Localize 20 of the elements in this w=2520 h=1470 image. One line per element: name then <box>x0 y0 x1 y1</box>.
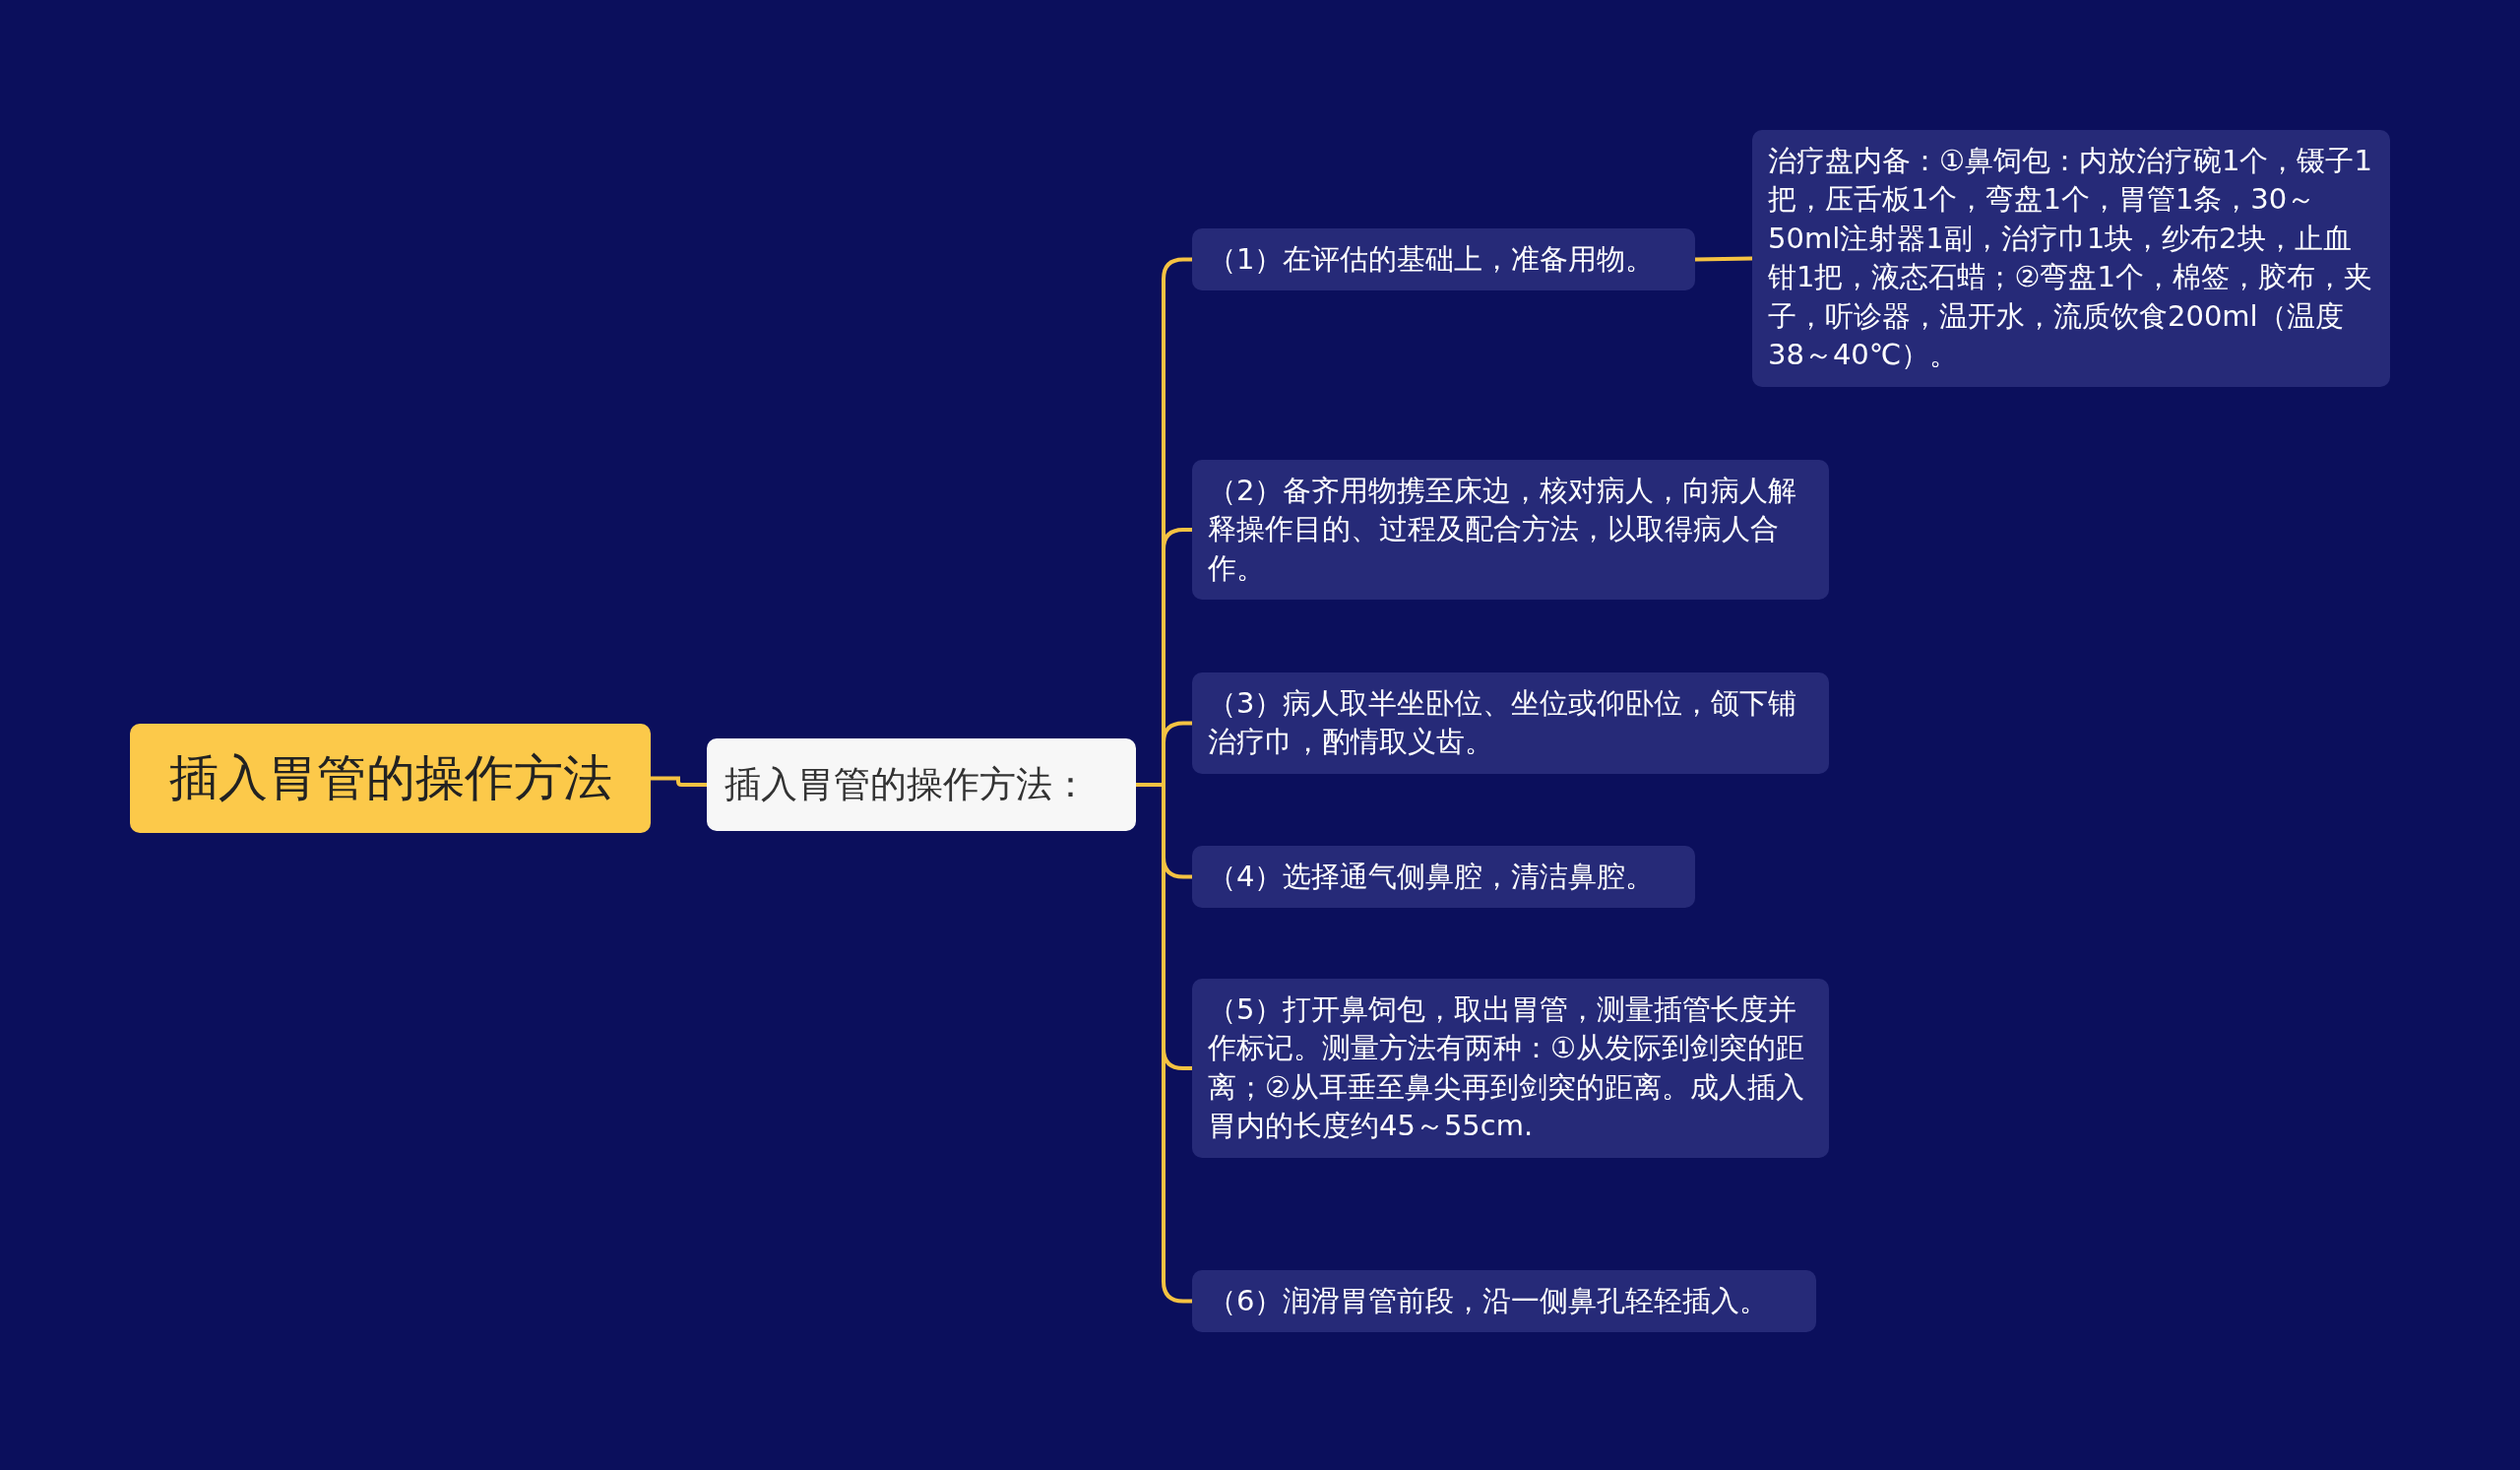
subtopic-box <box>1192 228 1695 291</box>
topic-text: 治疗盘内备：①鼻饲包：内放治疗碗1个，镊子1把，压舌板1个，弯盘1个，胃管1条，30～50ml注射器1副，治疗巾1块，纱布2块，止血钳1把，液态石蜡；②弯盘1个，棉签，胶布，夹子，听诊器，温开水，流质饮食200ml（温度38～40℃）。 <box>1768 144 2372 372</box>
topic-text: （5）打开鼻饲包，取出胃管，测量插管长度并作标记。测量方法有两种：①从发际到剑突的距离；②从耳垂至鼻尖再到剑突的距离。成人插入胃内的长度约45～55cm. <box>1208 992 1804 1143</box>
main-topic <box>707 738 1136 831</box>
subtopic-box <box>1192 1270 1816 1333</box>
topic-text: （6）润滑胃管前段，沿一侧鼻孔轻轻插入。 <box>1208 1284 1769 1317</box>
topic-text: （4）选择通气侧鼻腔，清洁鼻腔。 <box>1208 860 1655 893</box>
connector-line <box>651 776 707 787</box>
connector-line <box>1694 256 1753 262</box>
subtopic-box <box>1192 460 1829 601</box>
topic-text: （3）病人取半坐卧位、坐位或仰卧位，颌下铺治疗巾，酌情取义齿。 <box>1208 686 1797 759</box>
subtopic-box <box>1192 672 1829 774</box>
subtopic-box <box>1752 130 2390 387</box>
subtopic-box <box>1192 979 1829 1158</box>
root-topic <box>130 724 651 833</box>
topic-text: 插入胃管的操作方法 <box>168 749 612 806</box>
topic-text: （2）备齐用物携至床边，核对病人，向病人解释操作目的、过程及配合方法，以取得病人合作。 <box>1208 474 1797 585</box>
topic-text: （1）在评估的基础上，准备用物。 <box>1208 242 1655 276</box>
subtopic-box <box>1192 846 1695 909</box>
topic-text: 插入胃管的操作方法： <box>724 763 1089 805</box>
